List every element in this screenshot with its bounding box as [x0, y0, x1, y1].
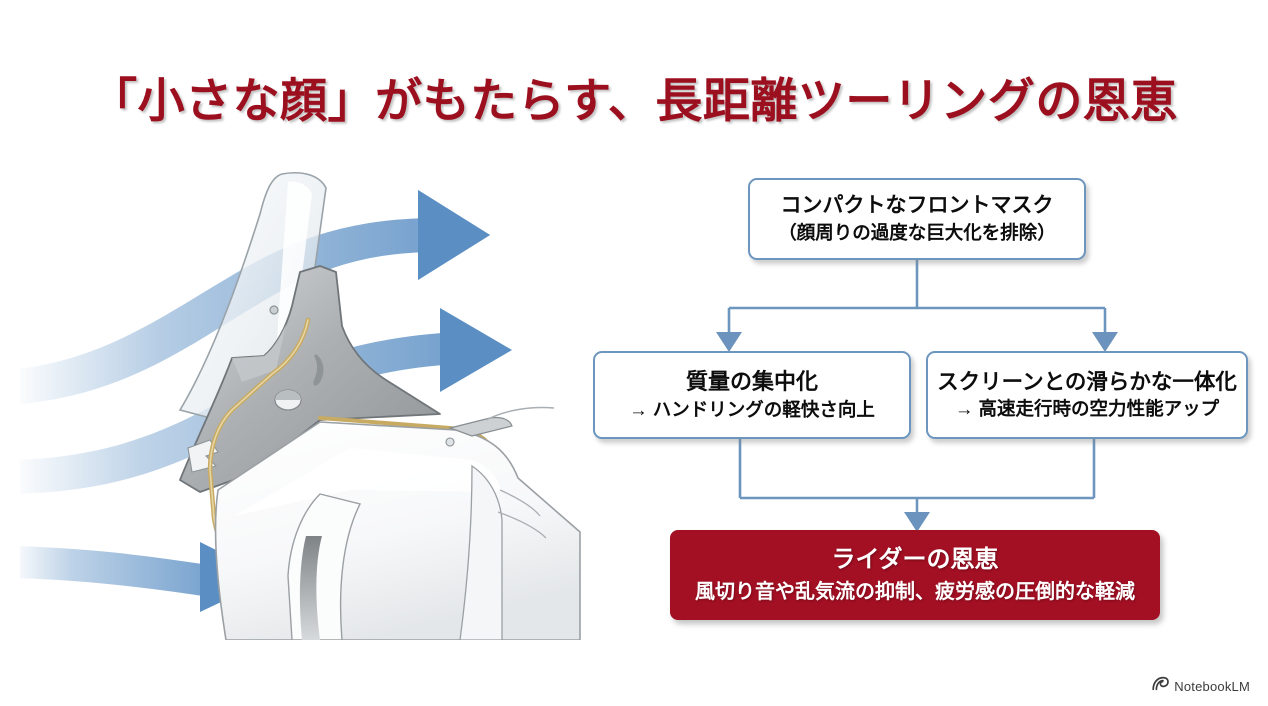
flow-node-mass-centralization[interactable]: 質量の集中化 → ハンドリングの軽快さ向上 — [593, 351, 911, 439]
notebooklm-spiral-icon — [1152, 676, 1170, 696]
notebooklm-brand-text: NotebookLM — [1174, 678, 1250, 694]
page-title: 「小さな顔」がもたらす、長距離ツーリングの恩恵 — [90, 74, 1178, 127]
node-title: 質量の集中化 — [685, 369, 818, 395]
flow-node-compact-front-mask[interactable]: コンパクトなフロントマスク （顔周りの過度な巨大化を排除） — [748, 178, 1086, 260]
node-subtitle: → 高速走行時の空力性能アップ — [954, 398, 1220, 420]
node-title: スクリーンとの滑らかな一体化 — [937, 369, 1237, 394]
body-panel — [214, 406, 581, 640]
node-subtitle: → ハンドリングの軽快さ向上 — [629, 398, 875, 420]
node-subtitle: （顔周りの過度な巨大化を排除） — [778, 222, 1056, 244]
notebooklm-watermark: NotebookLM — [1152, 676, 1250, 696]
node-subtitle: 風切り音や乱気流の抑制、疲労感の圧倒的な軽減 — [695, 581, 1135, 603]
node-title: ライダーの恩恵 — [831, 546, 999, 573]
flow-diagram: コンパクトなフロントマスク （顔周りの過度な巨大化を排除） 質量の集中化 → ハ… — [588, 168, 1253, 638]
flow-node-screen-integration[interactable]: スクリーンとの滑らかな一体化 → 高速走行時の空力性能アップ — [926, 351, 1248, 439]
flow-node-rider-benefit[interactable]: ライダーの恩恵 風切り音や乱気流の抑制、疲労感の圧倒的な軽減 — [670, 530, 1160, 620]
motorcycle-front-mask-illustration — [20, 160, 590, 640]
node-title: コンパクトなフロントマスク — [780, 193, 1054, 217]
airflow-illustration-svg — [20, 172, 581, 640]
